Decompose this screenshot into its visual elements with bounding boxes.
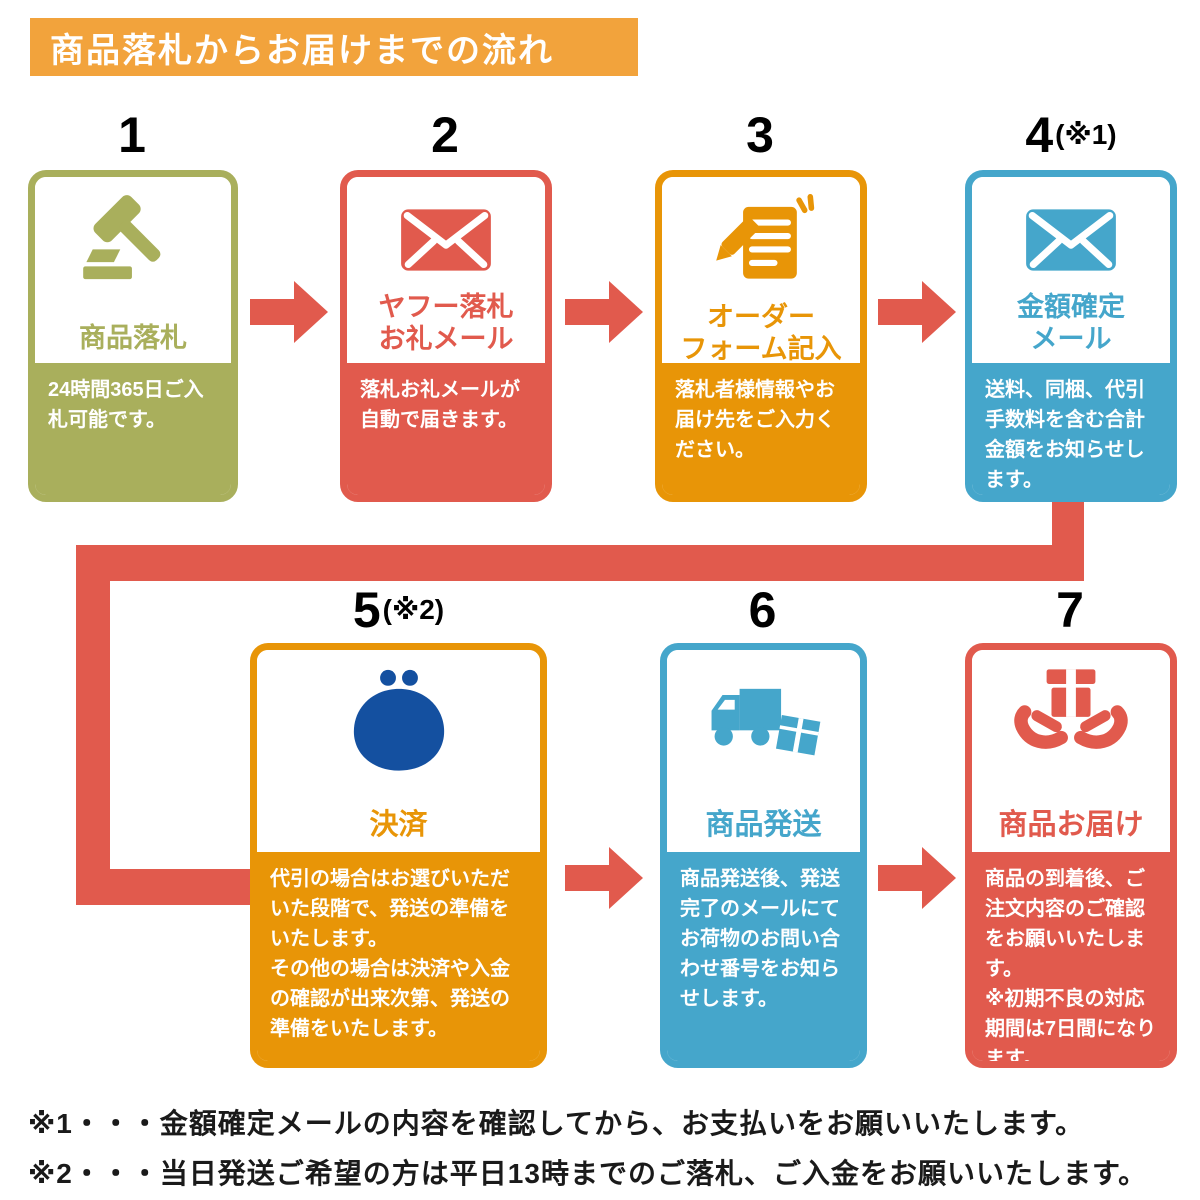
mail-icon [1009, 189, 1133, 291]
step-title: 商品発送 [705, 809, 822, 842]
arrow-head [294, 281, 328, 343]
step-description: 送料、同梱、代引手数料を含む合計金額をお知らせします。 [972, 363, 1170, 495]
coin-purse-icon [333, 662, 465, 784]
arrow-bar [565, 299, 609, 325]
step-number: 6 [660, 585, 867, 635]
card-top: 商品落札 [35, 177, 231, 363]
step-card-auction-win: 商品落札 24時間365日ご入札可能です。 [28, 170, 238, 502]
footnote-1: ※1・・・金額確定メールの内容を確認してから、お支払いをお願いいたします。 [28, 1108, 1085, 1139]
card-top: 決済 [257, 650, 540, 852]
arrow-bar [250, 299, 294, 325]
gavel-icon [74, 189, 192, 295]
step-description: 商品の到着後、ご注文内容のご確認をお願いいたします。 ※初期不良の対応期間は7日… [972, 852, 1170, 1061]
page-title: 商品落札からお届けまでの流れ [30, 18, 638, 76]
card-top: 商品お届け [972, 650, 1170, 852]
step-number-value: 6 [748, 582, 777, 638]
step-number-value: 7 [1056, 582, 1084, 638]
delivery-truck-icon [689, 662, 839, 784]
flow-arrow [250, 281, 328, 343]
flow-connector-segment [76, 869, 256, 905]
step-number: 3 [655, 110, 867, 160]
flow-arrow [878, 281, 956, 343]
step-number: 2 [340, 110, 552, 160]
step-title: 商品落札 [79, 322, 187, 353]
step-description: 落札お礼メールが自動で届きます。 [347, 363, 545, 495]
step-title: 金額確定 メール [1017, 292, 1125, 355]
card-top: 商品発送 [667, 650, 860, 852]
arrow-head [922, 847, 956, 909]
step-title: 決済 [369, 809, 428, 842]
step-number: 4(※1) [965, 110, 1177, 160]
step-card-order-form: オーダー フォーム記入 落札者様情報やお届け先をご入力ください。 [655, 170, 867, 502]
step-description: 商品発送後、発送完了のメールにてお荷物のお問い合わせ番号をお知らせします。 [667, 852, 860, 1061]
step-title: オーダー フォーム記入 [680, 302, 842, 365]
mail-icon [384, 189, 508, 291]
flow-connector-segment [76, 545, 1084, 581]
order-form-pencil-icon [702, 189, 820, 301]
arrow-head [922, 281, 956, 343]
step-description: 24時間365日ご入札可能です。 [35, 363, 231, 495]
card-top: ヤフー落札 お礼メール [347, 177, 545, 363]
step-number-note: (※1) [1055, 119, 1117, 150]
step-card-shipping: 商品発送 商品発送後、発送完了のメールにてお荷物のお問い合わせ番号をお知らせしま… [660, 643, 867, 1068]
step-number-value: 3 [746, 107, 774, 163]
step-title: 商品お届け [998, 809, 1144, 842]
card-top: オーダー フォーム記入 [662, 177, 860, 364]
step-card-delivery: 商品お届け 商品の到着後、ご注文内容のご確認をお願いいたします。 ※初期不良の対… [965, 643, 1177, 1068]
step-description: 代引の場合はお選びいただいた段階で、発送の準備をいたします。 その他の場合は決済… [257, 852, 540, 1061]
arrow-bar [565, 865, 609, 891]
step-card-payment: 決済 代引の場合はお選びいただいた段階で、発送の準備をいたします。 その他の場合… [250, 643, 547, 1068]
step-title: ヤフー落札 お礼メール [378, 292, 514, 355]
step-number-value: 5 [352, 582, 381, 638]
step-card-thanks-mail: ヤフー落札 お礼メール 落札お礼メールが自動で届きます。 [340, 170, 552, 502]
flow-arrow [565, 847, 643, 909]
step-number-value: 2 [431, 107, 459, 163]
step-number: 1 [28, 110, 238, 160]
arrow-head [609, 847, 643, 909]
step-number-note: (※2) [382, 594, 445, 625]
footnote-2: ※2・・・当日発送ご希望の方は平日13時までのご落札、ご入金をお願いいたします。 [28, 1158, 1148, 1189]
step-card-price-mail: 金額確定 メール 送料、同梱、代引手数料を含む合計金額をお知らせします。 [965, 170, 1177, 502]
flow-arrow [565, 281, 643, 343]
flow-arrow [878, 847, 956, 909]
card-top: 金額確定 メール [972, 177, 1170, 363]
arrow-head [609, 281, 643, 343]
step-number-value: 4 [1025, 107, 1054, 163]
step-description: 落札者様情報やお届け先をご入力ください。 [662, 363, 860, 495]
hands-package-icon [1000, 662, 1142, 784]
arrow-bar [878, 299, 922, 325]
step-number: 7 [965, 585, 1177, 635]
step-number-value: 1 [118, 107, 146, 163]
flow-connector-segment [76, 545, 110, 905]
arrow-bar [878, 865, 922, 891]
step-number: 5(※2) [250, 585, 547, 635]
